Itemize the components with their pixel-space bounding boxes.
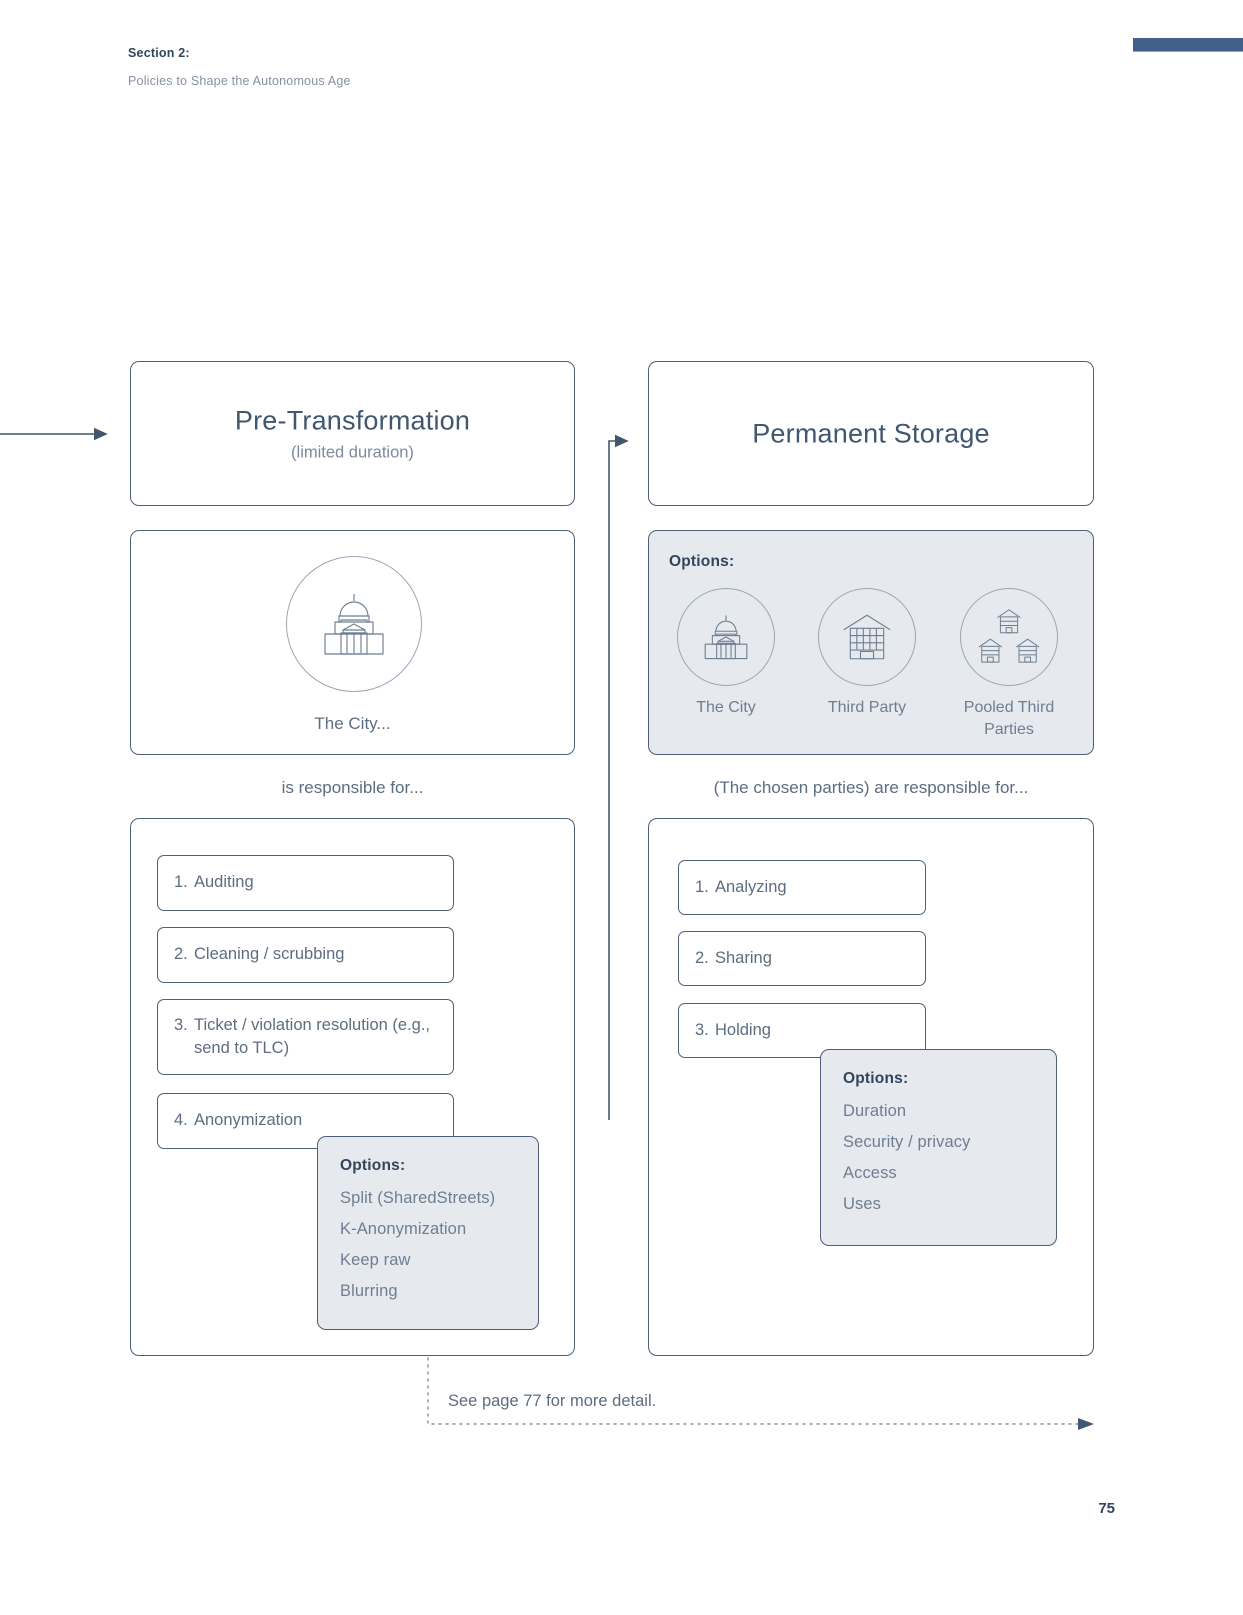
left-stage-subtitle: (limited duration) — [291, 443, 414, 461]
right-item-3[interactable]: 3. Holding — [678, 1003, 926, 1058]
right-item-2[interactable]: 2. Sharing — [678, 931, 926, 986]
footnote-text: See page 77 for more detail. — [448, 1392, 657, 1410]
capitol-building-icon — [704, 615, 748, 660]
right-parties-panel: Options: — [648, 530, 1094, 755]
right-item-2-num: 2. — [695, 948, 709, 967]
party-the-city[interactable]: The City — [656, 588, 796, 719]
left-popup-option-3[interactable]: Keep raw — [340, 1251, 411, 1269]
right-item-1[interactable]: 1. Analyzing — [678, 860, 926, 915]
party-third-party-label: Third Party — [827, 699, 907, 716]
capitol-building-icon — [324, 594, 384, 655]
left-item-1-num: 1. — [174, 873, 188, 892]
right-stage-title: Permanent Storage — [752, 418, 990, 448]
section-label: Section 2: — [128, 46, 190, 60]
left-item-4-label: Anonymization — [194, 1111, 303, 1130]
left-item-3-label: Ticket / violation resolution (e.g., sen… — [194, 1015, 430, 1057]
right-stage-header: Permanent Storage — [648, 361, 1094, 506]
page-number: 75 — [1098, 1500, 1115, 1517]
left-stage-title: Pre-Transformation — [234, 405, 471, 435]
right-popup-option-4[interactable]: Uses — [843, 1195, 881, 1213]
left-item-2-label: Cleaning / scrubbing — [194, 945, 345, 964]
left-actor-circle — [286, 556, 422, 692]
party-the-city-label: The City — [696, 699, 756, 716]
right-options-popup: Options: Duration Security / privacy Acc… — [820, 1049, 1057, 1246]
office-building-icon — [843, 614, 891, 660]
header-accent-bar — [1133, 38, 1243, 52]
left-item-3-num: 3. — [174, 1015, 188, 1034]
left-popup-option-2[interactable]: K-Anonymization — [340, 1220, 467, 1238]
right-item-3-label: Holding — [715, 1020, 771, 1039]
party-pooled-third-parties[interactable]: Pooled Third Parties — [939, 588, 1079, 741]
left-item-2[interactable]: 2. Cleaning / scrubbing — [157, 927, 454, 983]
left-item-1-label: Auditing — [194, 873, 254, 892]
left-item-4-num: 4. — [174, 1111, 188, 1130]
multiple-buildings-icon — [978, 609, 1040, 663]
right-caption: (The chosen parties) are responsible for… — [713, 778, 1029, 797]
left-popup-option-1[interactable]: Split (SharedStreets) — [340, 1189, 496, 1207]
left-actor-box: The City... — [130, 530, 575, 755]
party-third-party[interactable]: Third Party — [797, 588, 937, 719]
section-subtitle: Policies to Shape the Autonomous Age — [128, 74, 351, 88]
right-popup-option-3[interactable]: Access — [843, 1164, 897, 1182]
right-parties-heading: Options: — [669, 553, 735, 570]
left-popup-heading: Options: — [340, 1157, 406, 1174]
right-popup-option-1[interactable]: Duration — [843, 1102, 907, 1120]
left-popup-option-4[interactable]: Blurring — [340, 1282, 398, 1300]
party-third-party-circle — [818, 588, 916, 686]
right-popup-option-2[interactable]: Security / privacy — [843, 1133, 971, 1151]
right-item-1-num: 1. — [695, 877, 709, 896]
party-the-city-circle — [677, 588, 775, 686]
right-item-1-label: Analyzing — [715, 877, 787, 896]
left-stage-header: Pre-Transformation (limited duration) — [130, 361, 575, 506]
left-caption: is responsible for... — [281, 778, 424, 797]
left-actor-label: The City... — [314, 714, 391, 733]
party-pooled-circle — [960, 588, 1058, 686]
left-item-3[interactable]: 3. Ticket / violation resolution (e.g., … — [157, 999, 454, 1075]
party-pooled-label: Pooled Third Parties — [963, 699, 1055, 739]
right-popup-heading: Options: — [843, 1070, 909, 1087]
left-item-1[interactable]: 1. Auditing — [157, 855, 454, 911]
left-item-2-num: 2. — [174, 945, 188, 964]
right-item-3-num: 3. — [695, 1020, 709, 1039]
left-options-popup: Options: Split (SharedStreets) K-Anonymi… — [317, 1136, 539, 1330]
right-item-2-label: Sharing — [715, 948, 772, 967]
